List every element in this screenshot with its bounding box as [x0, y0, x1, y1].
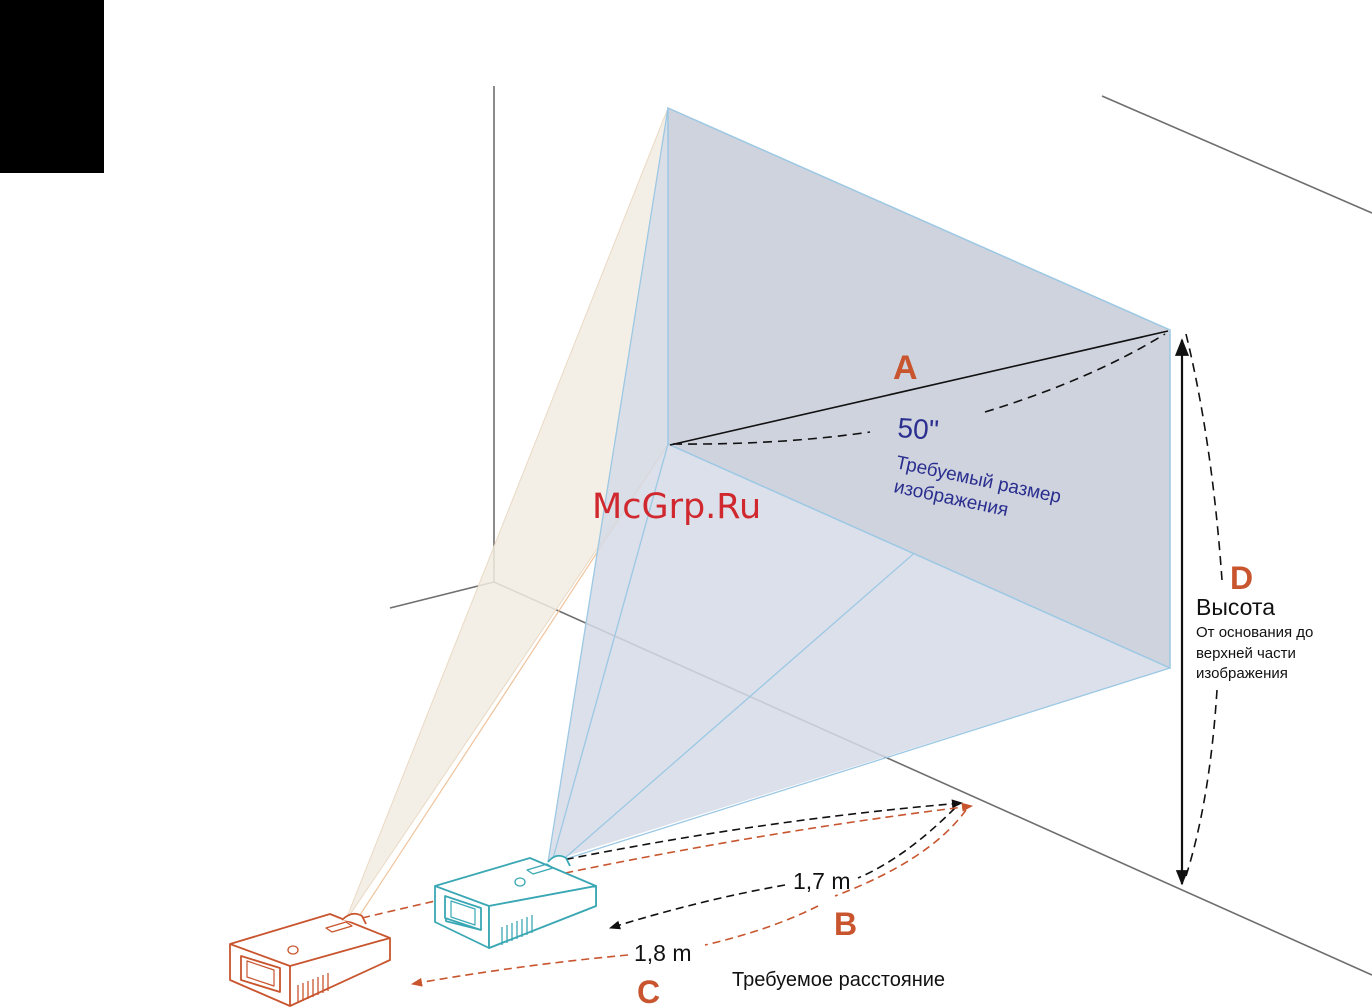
label-d: D	[1230, 560, 1253, 596]
label-b: B	[834, 906, 857, 942]
distance-b-arrow-lower-left	[610, 885, 785, 928]
label-height-note-line1: От основания до	[1196, 624, 1313, 641]
watermark: McGrp.Ru	[592, 487, 761, 527]
label-distance-b: 1,7 m	[793, 868, 851, 894]
height-dash-top	[1186, 334, 1222, 580]
label-height-note-line2: верхней части	[1196, 645, 1296, 662]
teal-projector	[435, 856, 596, 948]
orange-projector	[230, 914, 390, 1006]
label-height-note-line3: изображения	[1196, 665, 1288, 682]
wall-top-edge	[1102, 96, 1372, 213]
distance-c-arrow-left	[412, 955, 628, 984]
label-height-title: Высота	[1196, 594, 1275, 620]
label-distance-c: 1,8 m	[634, 940, 692, 966]
distance-c-arrow-right	[835, 810, 966, 896]
label-c: C	[637, 974, 660, 1008]
height-dash-bottom	[1186, 690, 1217, 876]
label-diagonal-size: 50"	[897, 412, 940, 446]
label-required-distance: Требуемое расстояние	[732, 969, 945, 991]
label-a: A	[893, 349, 918, 387]
distance-c-arrow-middle	[705, 906, 818, 945]
